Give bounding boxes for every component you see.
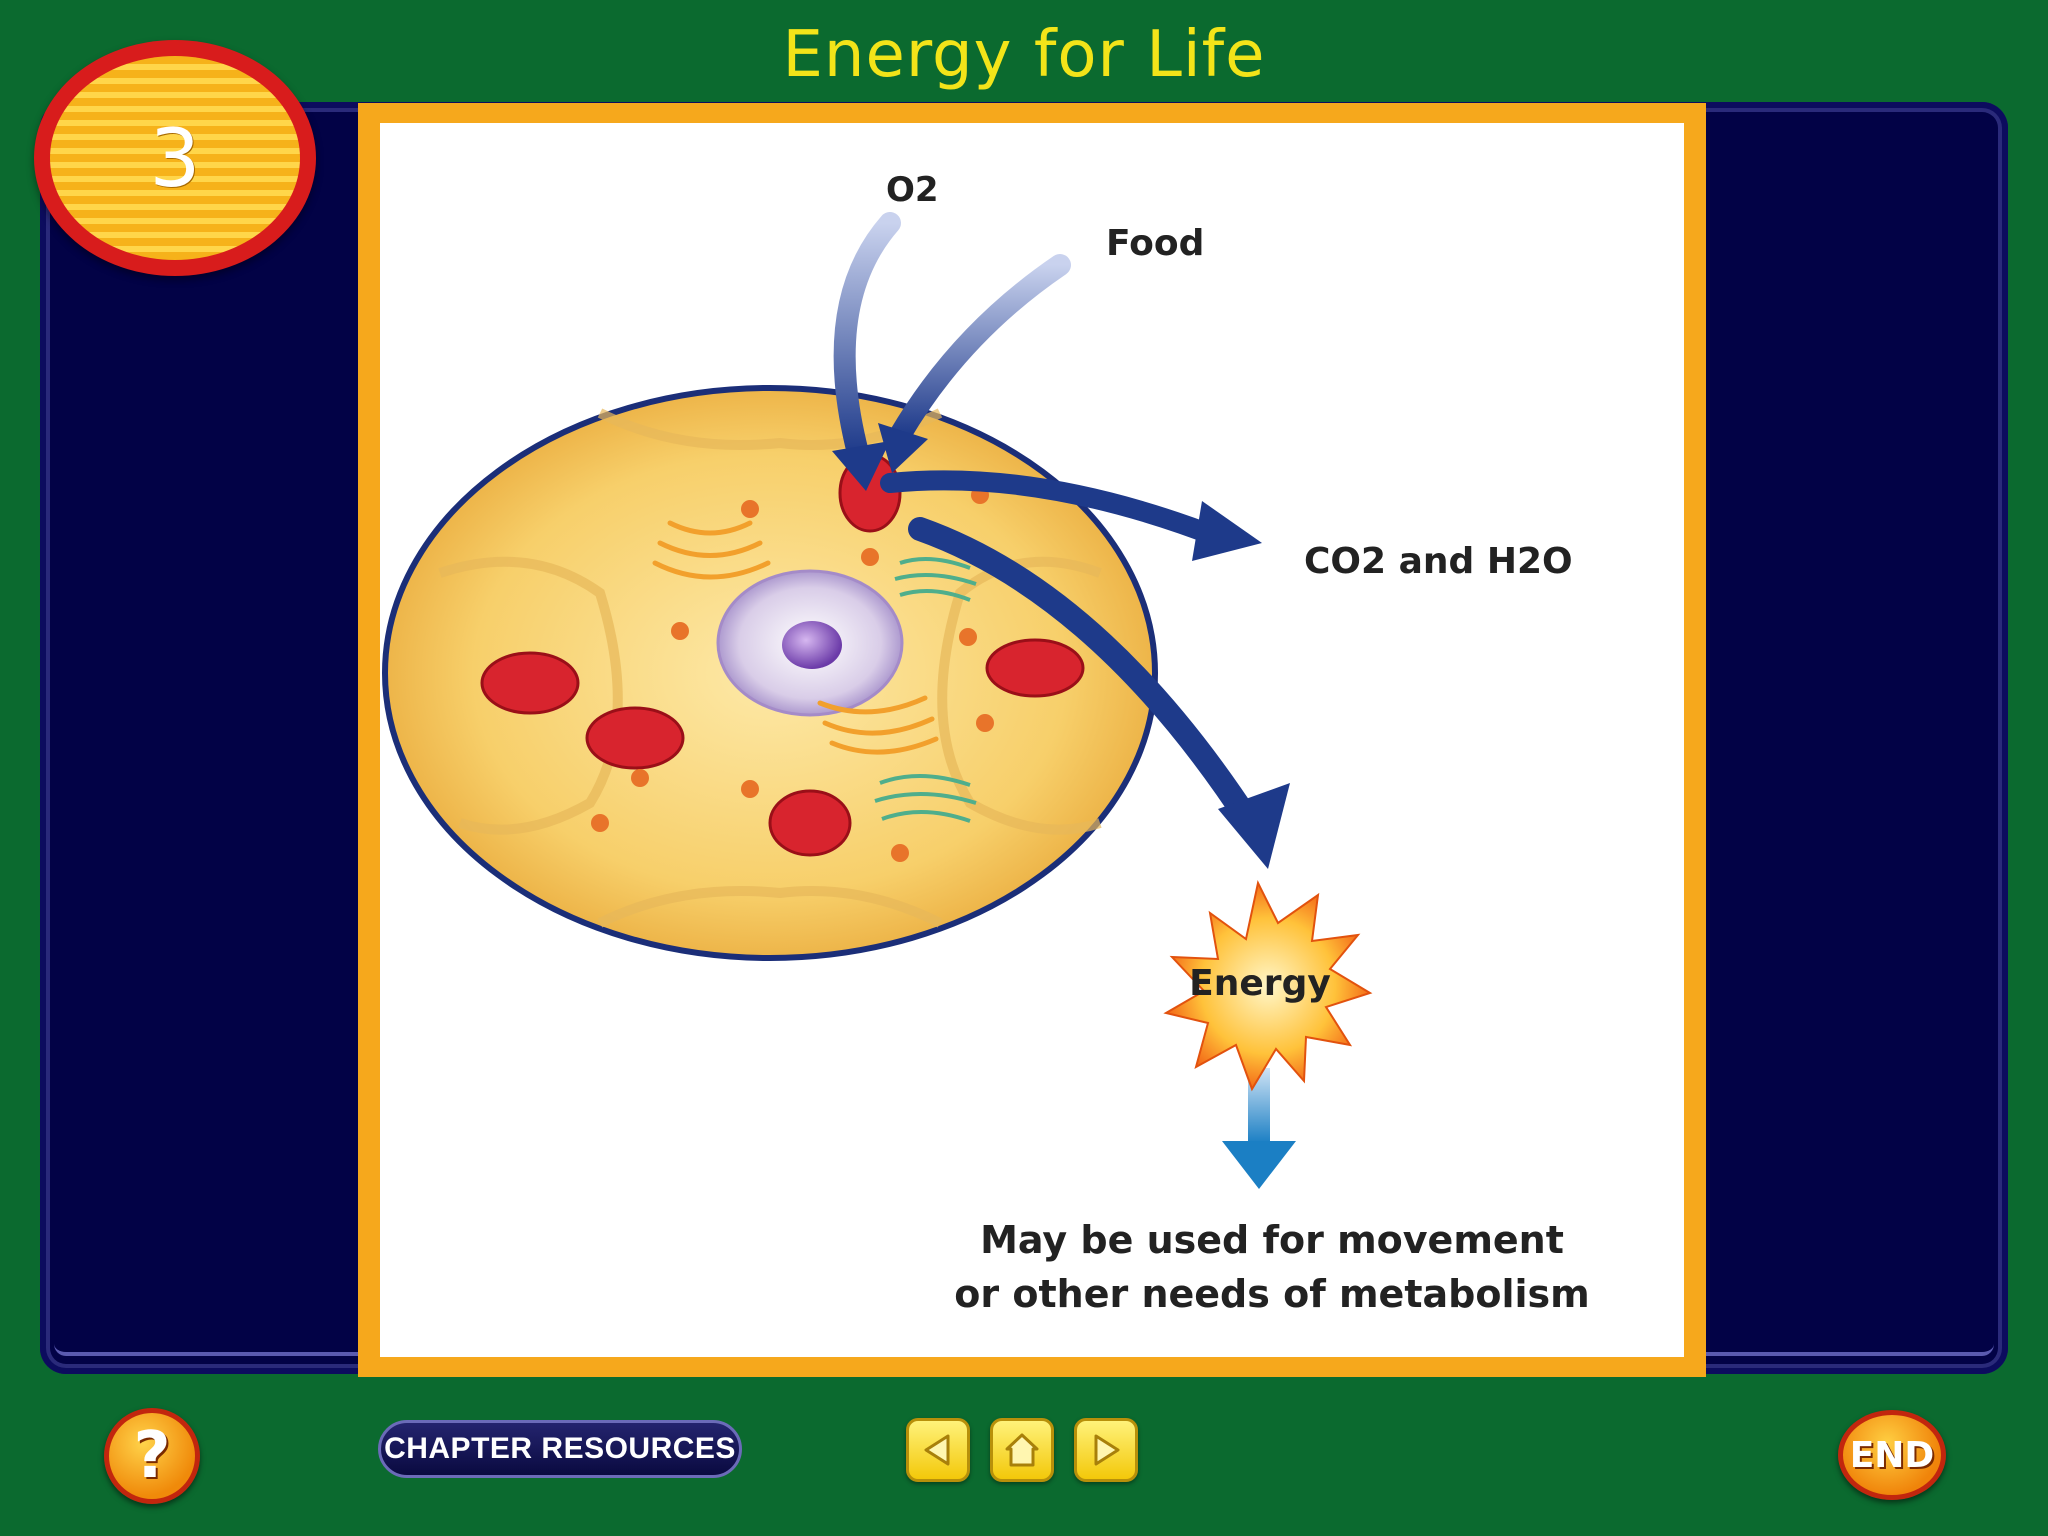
- flow-arrows: [832, 212, 1296, 1189]
- label-co2-h2o: CO2 and H2O: [1304, 541, 1573, 582]
- energy-burst: [1163, 880, 1373, 1092]
- cellular-respiration-diagram: O2 Food CO2 and H2O Energy May be used f…: [382, 170, 1590, 1316]
- next-button[interactable]: [1074, 1418, 1138, 1482]
- home-button[interactable]: [990, 1418, 1054, 1482]
- chapter-resources-label: CHAPTER RESOURCES: [384, 1432, 736, 1465]
- label-oxygen: O2: [886, 170, 939, 210]
- next-arrow-icon: [1094, 1434, 1120, 1466]
- slide-title: Energy for Life: [782, 18, 1266, 92]
- label-use-line2: or other needs of metabolism: [954, 1272, 1589, 1316]
- prev-arrow-icon: [924, 1434, 950, 1466]
- home-icon: [1005, 1433, 1039, 1467]
- previous-button[interactable]: [906, 1418, 970, 1482]
- chapter-resources-button[interactable]: CHAPTER RESOURCES: [378, 1420, 742, 1478]
- label-energy: Energy: [1189, 963, 1331, 1004]
- label-food: Food: [1106, 223, 1204, 264]
- question-icon: ?: [133, 1419, 171, 1493]
- end-button[interactable]: END: [1838, 1410, 1946, 1500]
- diagram-frame: O2 Food CO2 and H2O Energy May be used f…: [358, 103, 1706, 1377]
- section-badge: 3: [34, 40, 316, 276]
- diagram-canvas: O2 Food CO2 and H2O Energy May be used f…: [380, 123, 1684, 1357]
- section-number: 3: [50, 56, 300, 260]
- cell-illustration: [382, 385, 1158, 961]
- label-use-line1: May be used for movement: [980, 1218, 1564, 1262]
- end-label: END: [1849, 1434, 1935, 1476]
- help-button[interactable]: ?: [104, 1408, 200, 1504]
